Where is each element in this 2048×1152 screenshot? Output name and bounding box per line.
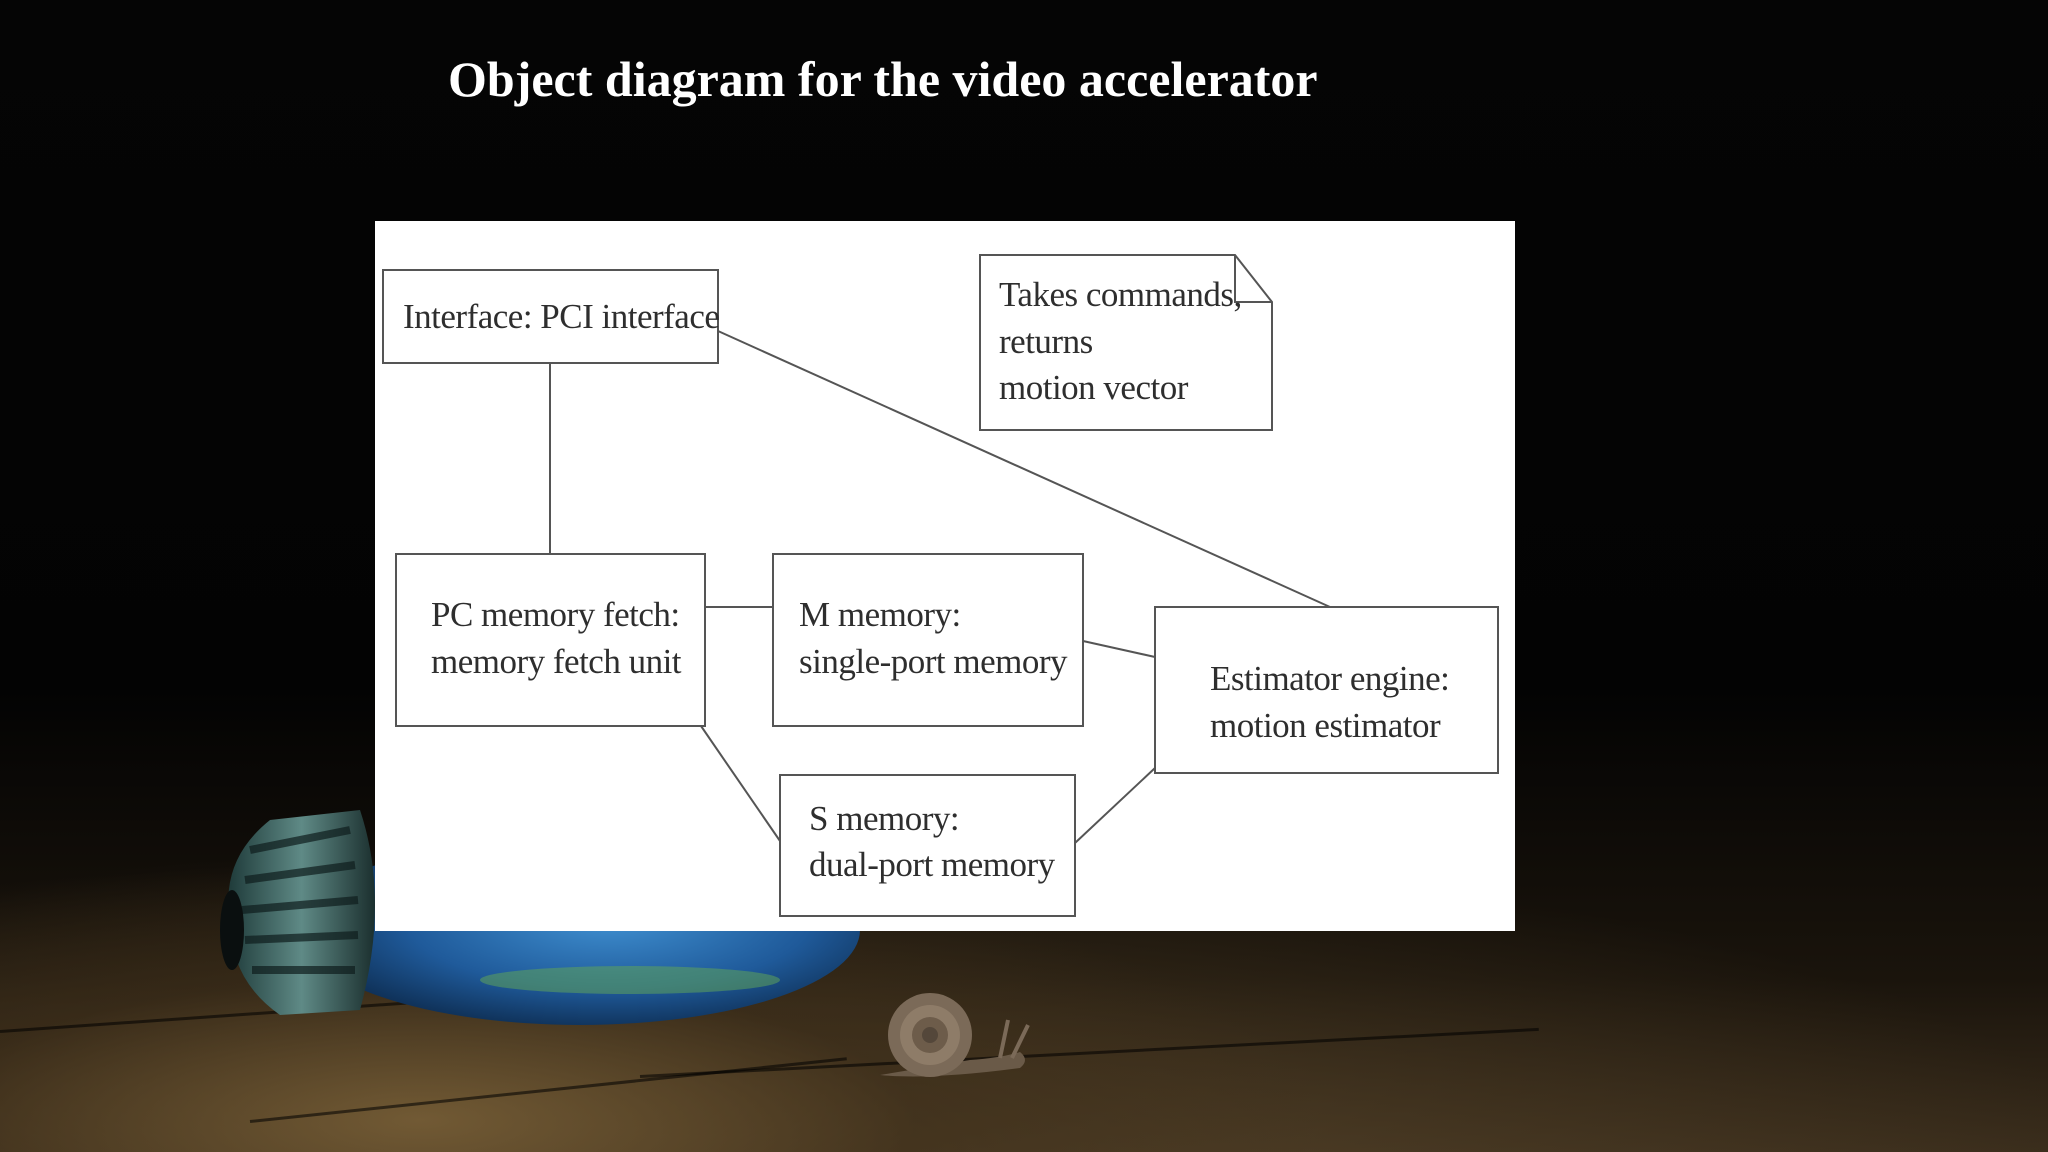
estimator-label-line1: Estimator engine: [1210, 659, 1450, 698]
s-memory-label-line1: S memory: [809, 799, 960, 838]
note-fold [1234, 255, 1272, 303]
memory-fetch-box [395, 553, 706, 727]
snail-image [880, 993, 1030, 1077]
memory-fetch-label-line1: PC memory fetch: [431, 595, 680, 634]
note-box [979, 254, 1273, 431]
memory-fetch-label-line2: memory fetch unit [431, 642, 682, 681]
estimator-box [1154, 606, 1499, 774]
estimator-label-line2: motion estimator [1210, 706, 1441, 745]
diagram-connectors [382, 254, 1499, 917]
m-memory-label-line1: M memory: [799, 595, 961, 634]
s-memory-box [779, 774, 1076, 917]
object-diagram: Interface: PCI interface PC memory fetch… [375, 221, 1515, 931]
m-memory-box [772, 553, 1084, 727]
m-memory-label-line2: single-port memory [799, 642, 1068, 681]
note-line3: motion vector [999, 368, 1188, 407]
s-memory-label-line2: dual-port memory [809, 845, 1055, 884]
pci-interface-label: Interface: PCI interface [403, 297, 720, 336]
link-m-memory-estimator [1082, 640, 1156, 658]
note-line1: Takes commands, [999, 275, 1242, 314]
link-pci-estimator [717, 330, 1331, 608]
slide-title: Object diagram for the video accelerator [448, 51, 1318, 107]
note-line2: returns [999, 322, 1093, 361]
link-memory-fetch-s-memory [700, 725, 781, 842]
link-s-memory-estimator [1074, 767, 1156, 844]
pci-interface-box [382, 269, 719, 364]
floor-seam [249, 1057, 847, 1123]
